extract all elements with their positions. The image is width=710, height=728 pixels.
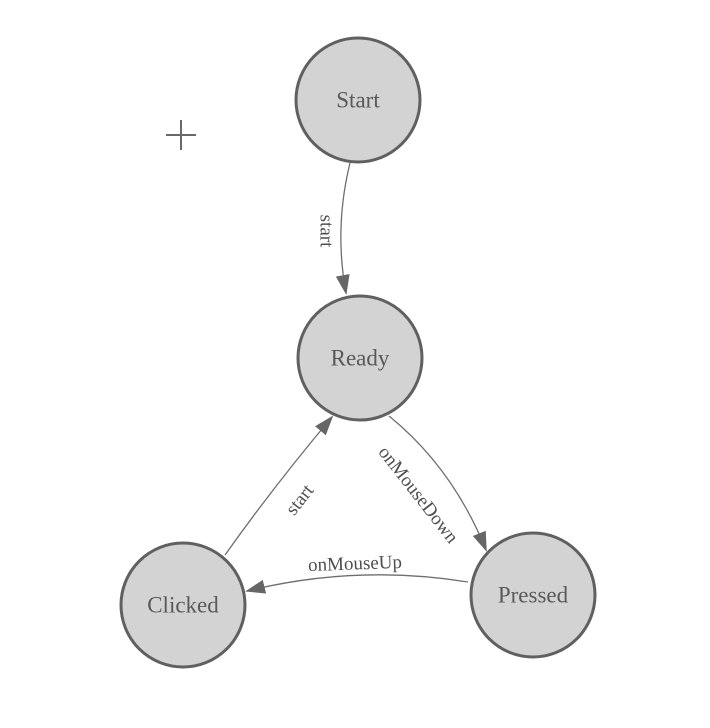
edge-pressed-to-clicked[interactable] — [245, 574, 469, 594]
plus-icon[interactable] — [166, 120, 196, 150]
node-circle-clicked[interactable] — [119, 541, 247, 669]
node-circle-ready[interactable] — [296, 294, 424, 422]
node-circle-pressed[interactable] — [469, 531, 597, 659]
node-pressed[interactable]: Pressed — [469, 531, 597, 659]
edge-ready-to-pressed[interactable] — [388, 415, 487, 552]
node-start[interactable]: Start — [294, 36, 422, 164]
node-ready[interactable]: Ready — [296, 294, 424, 422]
edge-label-ready-to-pressed: onMouseDown — [374, 442, 463, 548]
edge-label-clicked-to-ready: start — [282, 480, 319, 519]
edge-clicked-to-ready[interactable] — [224, 415, 334, 556]
node-clicked[interactable]: Clicked — [119, 541, 247, 669]
node-circle-start[interactable] — [294, 36, 422, 164]
edge-label-start-to-ready: start — [316, 215, 337, 248]
edge-label-pressed-to-clicked: onMouseUp — [308, 552, 403, 576]
edge-start-to-ready[interactable] — [335, 162, 351, 295]
